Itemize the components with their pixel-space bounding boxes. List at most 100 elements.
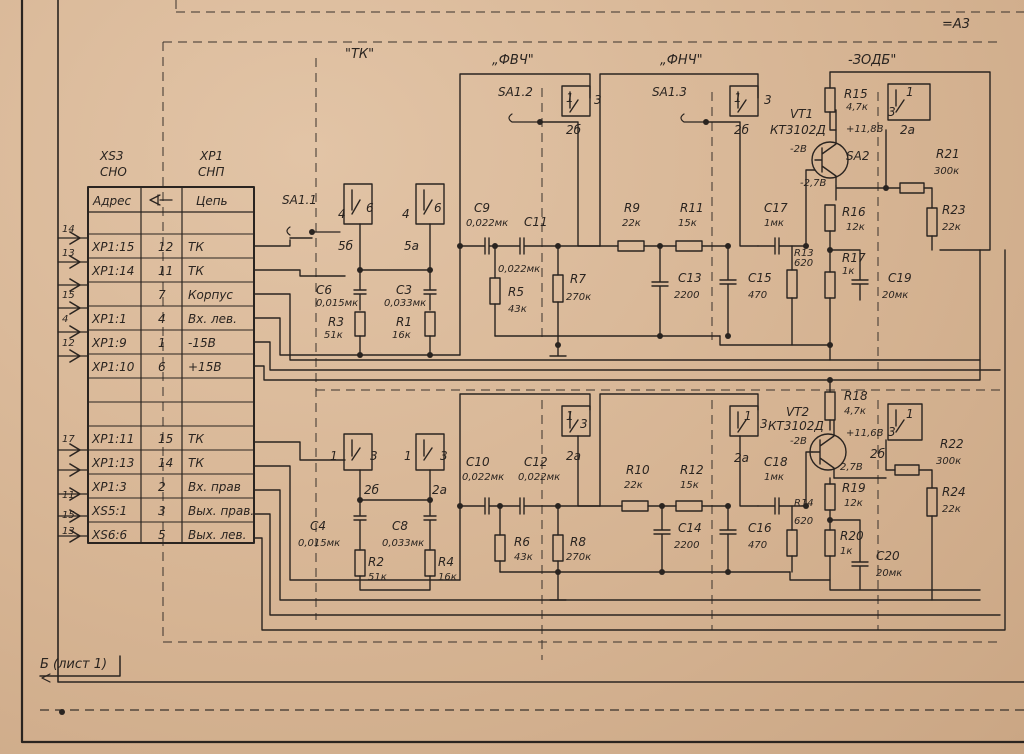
table-row-10-addr: XP1:3 — [91, 480, 127, 494]
table-row-1-circuit: ТК — [188, 264, 204, 278]
table-row-3-num: 4 — [158, 312, 166, 326]
section-title-zodb: -ЗОДБ" — [848, 53, 896, 68]
label-c13: C13 — [678, 271, 702, 285]
value-r1: 16к — [392, 330, 411, 341]
connector-pin-11: 11 — [62, 490, 75, 501]
bot4-contact-a: 1 — [744, 409, 752, 423]
table-row-5-circuit: +15В — [188, 360, 222, 374]
label-vt1: VT1 — [790, 107, 813, 121]
label-r15: R15 — [844, 87, 868, 101]
value-c18: 1мк — [764, 472, 784, 483]
bot3-contact-b: 3 — [580, 417, 588, 431]
bot1-contact-b: 3 — [370, 449, 378, 463]
label-r24: R24 — [942, 485, 966, 499]
sheet-designation: =A3 — [942, 17, 970, 32]
value-r17: 1к — [842, 266, 854, 277]
value-r21: 300к — [934, 166, 959, 177]
table-header-right-bottom: СНП — [198, 165, 224, 179]
label-r7: R7 — [570, 272, 586, 286]
vt1-emitter-voltage: -2,7В — [800, 178, 827, 189]
value-r5: 43к — [508, 304, 527, 315]
label-r1: R1 — [396, 315, 412, 329]
value-r16: 12к — [846, 222, 865, 233]
table-row-11-addr: XS5:1 — [91, 504, 127, 518]
table-row-4-num: 1 — [158, 336, 166, 350]
table-row-9-addr: XP1:13 — [91, 456, 134, 470]
label-c6: C6 — [316, 283, 332, 297]
sa2-contact-a: 1 — [906, 85, 914, 99]
label-r18: R18 — [844, 389, 868, 403]
sa11b-contact-c: 5а — [404, 239, 419, 253]
label-c14: C14 — [678, 521, 702, 535]
voltage-annotations: +11,8В -2В -2,7В +11,6В -2В 2,7В — [790, 124, 884, 473]
top-channel — [286, 71, 991, 361]
table-col-circuit: Цепь — [196, 194, 228, 208]
label-r12: R12 — [680, 463, 704, 477]
table-row-8-num: 15 — [158, 432, 173, 446]
sa11b-contact-b: 6 — [434, 201, 442, 215]
label-sa1-1: SA1.1 — [282, 193, 317, 207]
value-r23: 22к — [942, 222, 961, 233]
table-row-0-addr: XP1:15 — [91, 240, 134, 254]
sa12-contact-c: 2б — [566, 123, 582, 137]
table-header-right-top: XP1 — [199, 149, 223, 163]
table-row-1-addr: XP1:14 — [91, 264, 134, 278]
table-row-4-circuit: -15В — [188, 336, 216, 350]
value-r18: 4,7к — [844, 406, 866, 417]
bot5-contact-b: 3 — [888, 425, 896, 439]
value-r22: 300к — [936, 456, 961, 467]
table-row-8-circuit: ТК — [188, 432, 204, 446]
value-c6: 0,015мк — [316, 298, 358, 309]
label-r17: R17 — [842, 251, 866, 265]
label-c19: C19 — [888, 271, 912, 285]
table-row-2-num: 7 — [158, 288, 166, 302]
label-r14: R14 — [794, 498, 814, 509]
sa13-contact-b: 3 — [764, 93, 772, 107]
connector-pin-14: 13 — [62, 526, 75, 537]
connector-pin-4: 4 — [62, 314, 68, 325]
value-r3: 51к — [324, 330, 343, 341]
label-r5: R5 — [508, 285, 524, 299]
table-row-8-addr: XP1:11 — [91, 432, 134, 446]
table-row-10-num: 2 — [158, 480, 166, 494]
value-r6: 43к — [514, 552, 533, 563]
value-c12: 0,022мк — [518, 472, 560, 483]
section-title-tk: "ТК" — [345, 47, 374, 62]
table-row-12-circuit: Вых. лев. — [188, 528, 246, 542]
connector-pin-0: 14 — [62, 224, 75, 235]
table-row-2-circuit: Корпус — [188, 288, 233, 302]
connector-pin-10: 17 — [62, 434, 75, 445]
wiring-main — [253, 239, 1006, 631]
sa13-contact-a: 1 — [734, 91, 742, 105]
value-c19: 20мк — [882, 290, 908, 301]
table-row-11-circuit: Вых. прав. — [188, 504, 254, 518]
bottom-channel — [343, 377, 981, 601]
label-r23: R23 — [942, 203, 966, 217]
value-c14: 2200 — [674, 540, 699, 551]
value-c17: 1мк — [764, 218, 784, 229]
connector-pin-3: 15 — [62, 290, 75, 301]
value-c15: 470 — [748, 290, 767, 301]
value-r19: 12к — [844, 498, 863, 509]
label-r9: R9 — [624, 201, 640, 215]
label-r10: R10 — [626, 463, 650, 477]
table-header-left-bottom: СНО — [100, 165, 127, 179]
label-sa1-3: SA1.3 — [652, 85, 687, 99]
bot4-contact-c: 2а — [734, 451, 749, 465]
label-c18: C18 — [764, 455, 788, 469]
value-r7: 270к — [566, 292, 591, 303]
label-r13: R13 — [794, 248, 814, 259]
table-row-5-num: 6 — [158, 360, 166, 374]
label-r19: R19 — [842, 481, 866, 495]
value-vt2: КТ3102Д — [768, 419, 824, 433]
vt2-base-voltage: -2В — [790, 436, 807, 447]
sa11-contact-a: 4 — [338, 207, 346, 221]
label-c4: C4 — [310, 519, 326, 533]
table-row-9-num: 14 — [158, 456, 173, 470]
vt1-collector-voltage: +11,8В — [846, 124, 884, 135]
table-row-0-circuit: ТК — [188, 240, 204, 254]
table-row-11-num: 3 — [158, 504, 166, 518]
connector-table — [87, 186, 255, 544]
label-c16: C16 — [748, 521, 772, 535]
